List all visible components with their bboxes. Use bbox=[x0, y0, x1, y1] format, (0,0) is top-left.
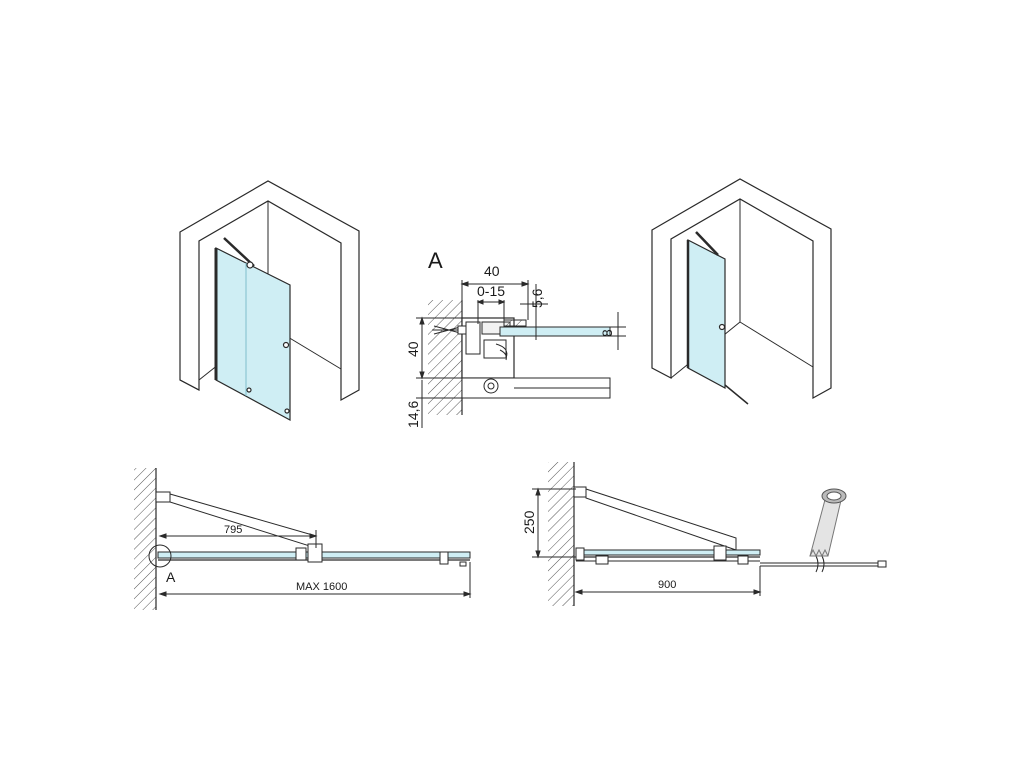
wall-hatch bbox=[428, 300, 462, 415]
saw-cut-icon bbox=[809, 488, 847, 558]
dim-arm-label: 795 bbox=[224, 524, 242, 536]
wall-shell-outline bbox=[651, 178, 832, 400]
wall-arm bbox=[169, 493, 317, 549]
dim-bottom-label: 14,6 bbox=[405, 401, 421, 428]
glass-panel bbox=[215, 247, 291, 422]
detail-a-callout: A bbox=[428, 248, 443, 273]
dim-width-label: 40 bbox=[484, 263, 500, 279]
dim-height-label: 250 bbox=[521, 510, 537, 534]
plan-left-callout: A bbox=[166, 569, 176, 585]
isometric-view-left bbox=[179, 180, 360, 422]
dim-height-label: 40 bbox=[405, 341, 421, 357]
dim-gap-label: 5,6 bbox=[529, 288, 545, 308]
glass-pane bbox=[499, 326, 611, 337]
plan-view-right: 250 900 bbox=[521, 462, 887, 606]
wall-hatch bbox=[134, 468, 156, 610]
wall-hatch bbox=[548, 462, 574, 606]
wall-arm bbox=[223, 237, 255, 267]
wall-arm bbox=[585, 488, 737, 551]
wall-arm bbox=[695, 231, 719, 256]
dim-adjust-label: 0-15 bbox=[477, 283, 505, 299]
isometric-view-right bbox=[651, 178, 832, 405]
plan-view-left: A 795 MAX 1600 bbox=[134, 468, 472, 610]
detail-circle bbox=[148, 544, 172, 568]
detail-a-section: A 40 0-15 bbox=[405, 248, 626, 428]
dim-max-label: MAX 1600 bbox=[296, 581, 347, 593]
dim-glass-label: 8 bbox=[599, 329, 615, 337]
glass-panel bbox=[687, 239, 726, 390]
glass-panel bbox=[575, 549, 761, 556]
dim-width-label: 900 bbox=[658, 579, 676, 591]
